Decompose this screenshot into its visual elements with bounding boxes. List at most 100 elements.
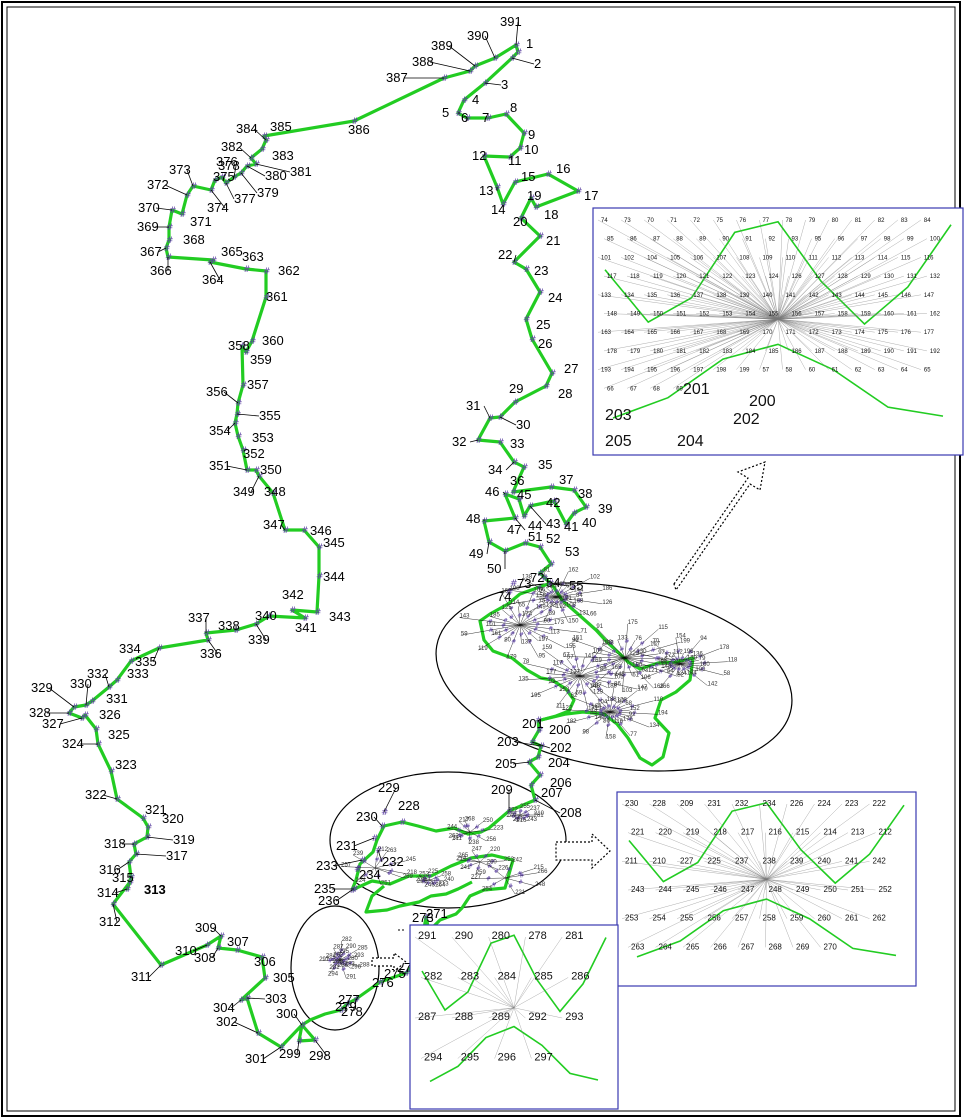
cluster-node-label: 178 bbox=[719, 645, 730, 651]
node-label: 2 bbox=[534, 56, 541, 71]
node-label: 200 bbox=[549, 722, 571, 737]
inset-node-label: 199 bbox=[739, 368, 750, 374]
cluster-node-label: 98 bbox=[582, 730, 589, 736]
cluster-node-label: 100 bbox=[695, 667, 706, 673]
cluster-spoke bbox=[504, 877, 516, 895]
inset-node-label: 253 bbox=[625, 914, 639, 923]
node-label: 54 bbox=[546, 575, 560, 590]
cluster-spoke bbox=[339, 959, 360, 967]
node-marker: # bbox=[165, 253, 173, 263]
inset-node-label: 173 bbox=[832, 330, 843, 336]
node-label: 342 bbox=[282, 587, 304, 602]
inset-leader bbox=[765, 238, 779, 320]
cluster-node-label: 191 bbox=[562, 596, 573, 602]
cluster-spoke bbox=[591, 708, 611, 713]
node-marker: # bbox=[535, 753, 543, 763]
node-marker: # bbox=[379, 822, 387, 832]
node-label: 27 bbox=[564, 361, 578, 376]
node-marker: # bbox=[486, 538, 494, 548]
node-label: 46 bbox=[485, 484, 499, 499]
cluster-node-label: 90 bbox=[544, 619, 551, 625]
label-leader bbox=[223, 391, 239, 404]
inset-leader bbox=[765, 313, 779, 320]
node-marker: # bbox=[611, 704, 616, 711]
inset-leader bbox=[682, 832, 767, 880]
node-marker: # bbox=[340, 960, 345, 967]
inset-leader bbox=[777, 257, 875, 320]
cluster-node-label: 94 bbox=[700, 636, 707, 642]
node-marker: # bbox=[518, 809, 523, 816]
cluster-node-label: 60 bbox=[566, 583, 573, 589]
inset-leader bbox=[696, 275, 779, 320]
node-marker: # bbox=[515, 48, 523, 58]
inset-node-label: 136 bbox=[670, 293, 681, 299]
inset-node-label: 198 bbox=[716, 368, 727, 374]
node-marker: # bbox=[654, 662, 659, 669]
cluster-spoke bbox=[522, 662, 581, 677]
cluster-node-label: 136 bbox=[693, 652, 704, 658]
cluster-node-label: 115 bbox=[658, 625, 668, 631]
inset-leader bbox=[777, 238, 835, 320]
node-marker: # bbox=[375, 846, 383, 856]
label-leader bbox=[148, 964, 162, 978]
cluster-node-label: 259 bbox=[476, 870, 487, 876]
node-marker: # bbox=[618, 708, 623, 715]
inset-leader bbox=[690, 319, 779, 370]
node-label: 316 bbox=[99, 862, 121, 877]
cluster-node-label: 267 bbox=[513, 817, 524, 823]
cluster-spoke bbox=[504, 861, 513, 879]
node-marker: # bbox=[381, 808, 389, 818]
cluster-spoke bbox=[579, 675, 614, 679]
cluster-node-label: 171 bbox=[588, 706, 599, 712]
cluster-spoke bbox=[552, 664, 581, 677]
cluster-node-label: 190 bbox=[632, 662, 643, 668]
node-marker: # bbox=[431, 880, 436, 887]
node-marker: # bbox=[255, 1029, 263, 1039]
label-leader bbox=[116, 861, 130, 871]
inset-node-label: 115 bbox=[901, 255, 911, 261]
node-marker: # bbox=[617, 711, 622, 718]
inset-leader bbox=[777, 319, 806, 370]
cluster-node-label: 145 bbox=[615, 672, 626, 678]
cluster-spoke bbox=[519, 624, 539, 658]
cluster-spoke bbox=[582, 711, 611, 734]
cluster-node-label: 173 bbox=[554, 620, 565, 626]
node-label: 338 bbox=[218, 618, 240, 633]
cluster-spoke bbox=[506, 814, 521, 818]
inset-node-label: 83 bbox=[901, 218, 908, 224]
node-label: 366 bbox=[150, 263, 172, 278]
node-marker: # bbox=[537, 771, 545, 781]
inset-big-label: 201 bbox=[683, 381, 710, 398]
inset-node-label: 110 bbox=[786, 255, 796, 261]
cluster-spoke bbox=[579, 644, 604, 677]
cluster-node-label: 219 bbox=[417, 879, 428, 885]
node-marker: # bbox=[664, 650, 669, 657]
node-label: 319 bbox=[173, 832, 195, 847]
inset-leader bbox=[766, 879, 849, 891]
cluster-node-label: 127 bbox=[570, 670, 581, 676]
inset-node-label: 119 bbox=[653, 274, 663, 280]
cluster-node-label: 108 bbox=[566, 603, 577, 609]
node-marker: # bbox=[476, 865, 481, 872]
label-leader bbox=[483, 405, 491, 419]
node-marker: # bbox=[519, 872, 524, 879]
label-leader bbox=[383, 787, 397, 813]
cluster-spoke bbox=[519, 599, 562, 626]
node-marker: # bbox=[539, 609, 544, 616]
inset-node-label: 242 bbox=[873, 856, 887, 865]
route-segment-0 bbox=[67, 43, 520, 1049]
cluster-node-label: 187 bbox=[592, 683, 603, 689]
inset-node-label: 118 bbox=[630, 274, 640, 280]
inset-leader bbox=[765, 879, 767, 948]
node-label: 204 bbox=[548, 755, 570, 770]
cluster-spoke bbox=[543, 596, 557, 623]
label-leader bbox=[210, 189, 226, 209]
node-label: 4 bbox=[472, 92, 479, 107]
label-leader bbox=[250, 475, 260, 493]
node-label: 318 bbox=[104, 836, 126, 851]
cluster-node-label: 110 bbox=[654, 697, 664, 703]
cluster-node-label: 215 bbox=[534, 865, 545, 871]
cluster-spoke bbox=[546, 673, 581, 677]
